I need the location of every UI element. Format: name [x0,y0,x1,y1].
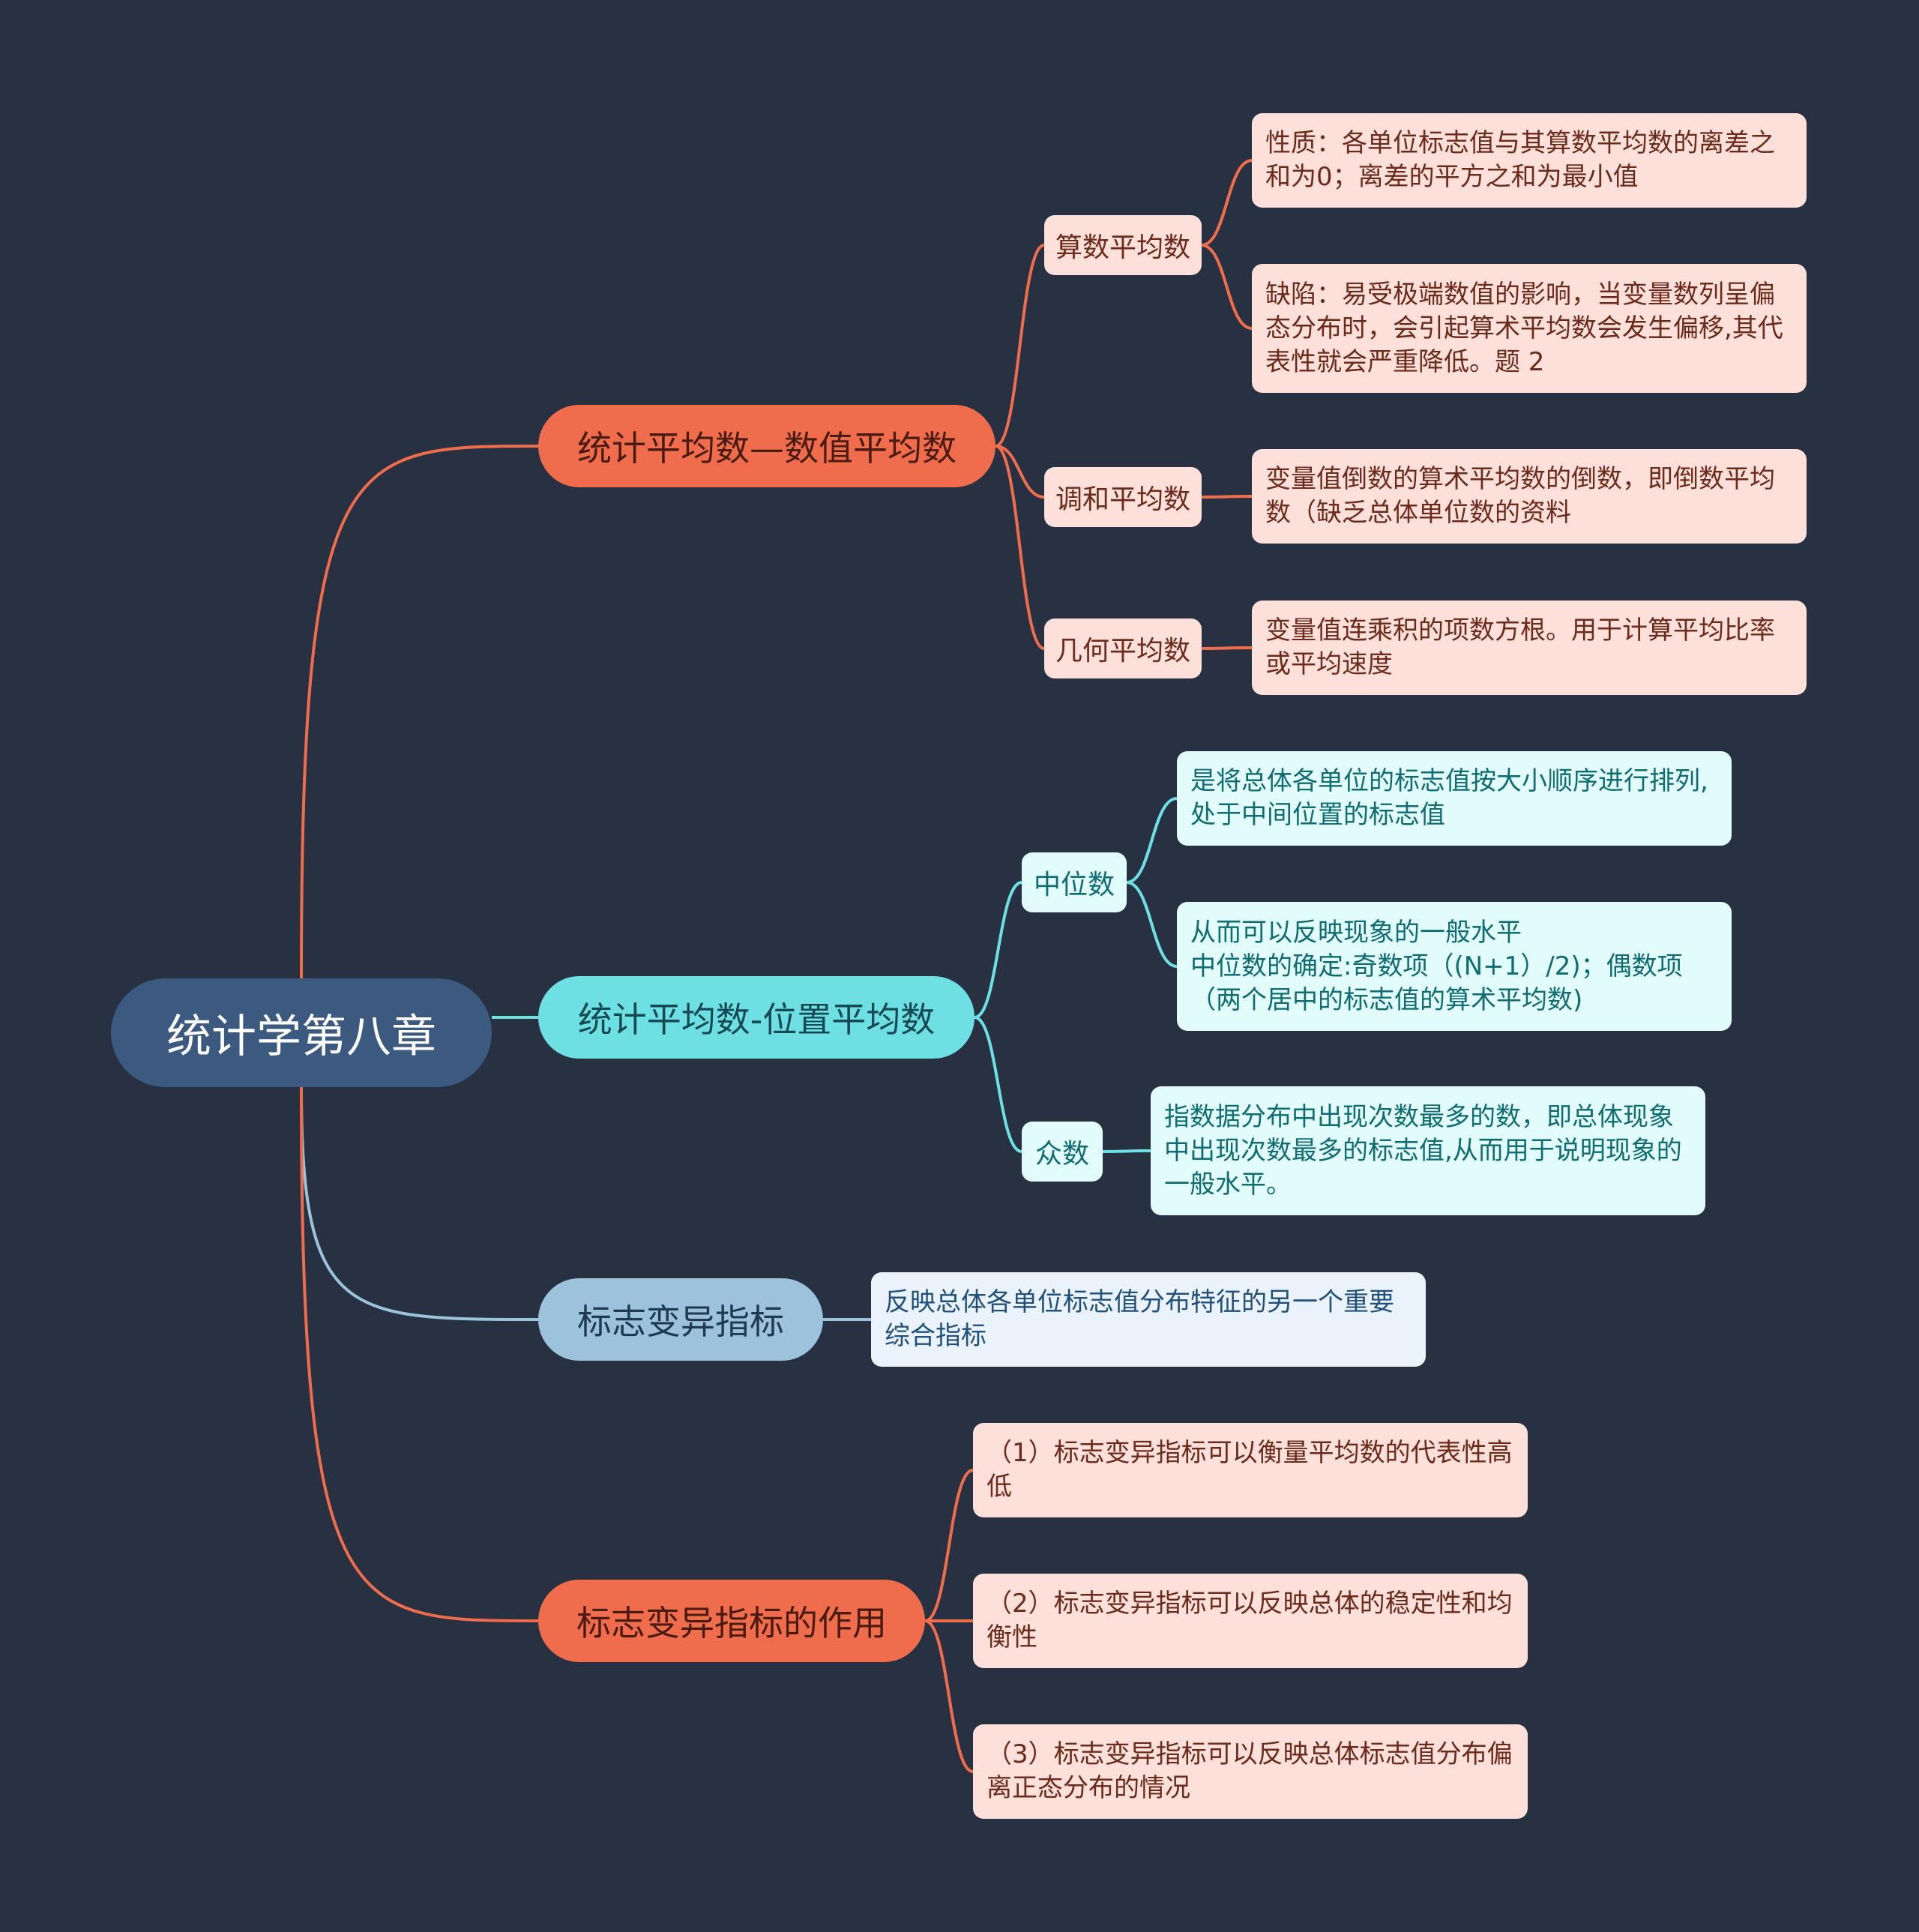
branch-numeric-mean[interactable]: 统计平均数—数值平均数 [538,405,995,487]
note-arithmetic-defect: 缺陷：易受极端数值的影响，当变量数列呈偏态分布时，会引起算术平均数会发生偏移,其… [1252,264,1807,393]
root-node[interactable]: 统计学第八章 [111,978,492,1087]
link-b3-n0 [924,1469,974,1622]
node-median[interactable]: 中位数 [1022,852,1127,912]
link-b0-c0-n0 [1201,159,1253,247]
branch-variation-role[interactable]: 标志变异指标的作用 [538,1580,925,1662]
note-role-2: （2）标志变异指标可以反映总体的稳定性和均衡性 [973,1574,1528,1668]
link-b1-c0-n0 [1126,797,1178,884]
node-harmonic-mean[interactable]: 调和平均数 [1044,467,1202,527]
link-b0-c1 [995,445,1045,499]
note-geometric-mean: 变量值连乘积的项数方根。用于计算平均比率或平均速度 [1252,601,1807,695]
link-b3-n2 [924,1619,974,1773]
note-arithmetic-property: 性质：各单位标志值与其算数平均数的离差之和为0；离差的平方之和为最小值 [1252,113,1807,208]
note-median-definition: 是将总体各单位的标志值按大小顺序进行排列,处于中间位置的标志值 [1177,751,1732,846]
link-b1-c0 [974,881,1022,1019]
node-arithmetic-mean[interactable]: 算数平均数 [1044,215,1202,275]
link-root-branch-0 [300,445,539,979]
note-role-1: （1）标志变异指标可以衡量平均数的代表性高低 [973,1423,1528,1517]
note-harmonic-mean: 变量值倒数的算术平均数的倒数，即倒数平均数（缺乏总体单位数的资料 [1252,449,1807,544]
link-b0-c2 [995,445,1045,650]
node-geometric-mean[interactable]: 几何平均数 [1044,619,1202,678]
link-b1-c1 [974,1016,1022,1153]
node-mode[interactable]: 众数 [1022,1122,1103,1182]
note-variation-index: 反映总体各单位标志值分布特征的另一个重要综合指标 [871,1272,1426,1367]
branch-variation-index[interactable]: 标志变异指标 [538,1278,823,1361]
branch-positional-mean[interactable]: 统计平均数-位置平均数 [538,976,974,1059]
note-median-determination: 从而可以反映现象的一般水平 中位数的确定:奇数项（(N+1）/2)；偶数项（两个… [1177,902,1732,1031]
note-mode: 指数据分布中出现次数最多的数，即总体现象中出现次数最多的标志值,从而用于说明现象… [1151,1086,1705,1215]
link-b1-c0-n1 [1126,881,1178,968]
note-role-3: （3）标志变异指标可以反映总体标志值分布偏离正态分布的情况 [973,1724,1528,1819]
link-root-branch-2 [300,1086,539,1321]
link-b0-c0 [995,244,1045,448]
link-root-branch-3 [300,1086,539,1622]
link-b0-c1-n0 [1201,495,1253,499]
link-b0-c0-n1 [1201,244,1253,330]
link-b1-c1-n0 [1102,1149,1151,1153]
